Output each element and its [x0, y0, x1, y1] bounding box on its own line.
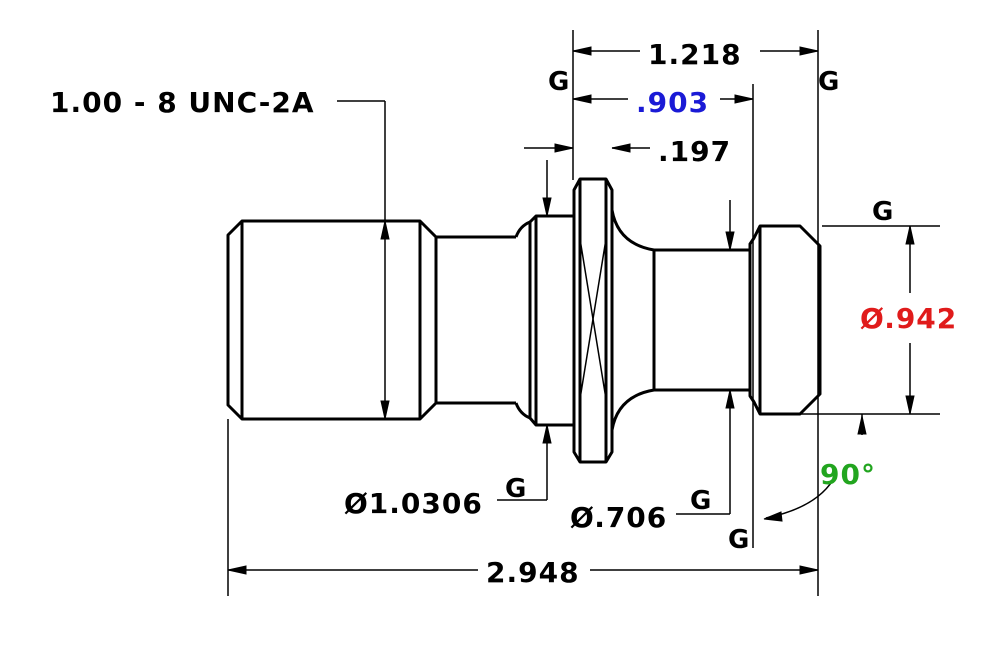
arrowhead	[763, 511, 783, 522]
arrowhead	[542, 424, 552, 444]
arrowhead	[542, 197, 552, 217]
arrowhead	[572, 46, 592, 56]
arrowhead	[857, 415, 867, 435]
dim-dia-706: Ø.706	[570, 501, 667, 534]
thread-spec-label: 1.00 - 8 UNC-2A	[50, 86, 315, 119]
dim-dia-10306: Ø1.0306	[344, 487, 483, 520]
g-marker: G	[728, 525, 749, 555]
dim-903: .903	[636, 86, 709, 119]
arrowhead	[799, 565, 819, 575]
arrowhead	[380, 220, 390, 240]
dim-dia-942: Ø.942	[860, 302, 957, 335]
threaded-section	[226, 219, 438, 421]
g-marker: G	[690, 486, 711, 516]
labels: 1.00 - 8 UNC-2A 2.948 1.218 .903 .197 Ø.…	[50, 38, 957, 589]
dim-197: .197	[658, 135, 731, 168]
g-marker: G	[548, 67, 569, 97]
arrowhead	[380, 400, 390, 420]
dim-1218: 1.218	[648, 38, 742, 71]
arrowhead	[725, 231, 735, 251]
arrowhead	[905, 225, 915, 245]
arrowhead	[572, 94, 592, 104]
flange	[572, 177, 614, 464]
g-marker: G	[872, 197, 893, 227]
arrowhead	[799, 46, 819, 56]
g-marker: G	[505, 474, 526, 504]
arrowheads	[227, 46, 915, 575]
dim-angle-90: 90°	[820, 458, 876, 491]
arrowhead	[554, 143, 574, 153]
dim-overall-length: 2.948	[486, 556, 580, 589]
arrowhead	[905, 395, 915, 415]
arrowhead	[734, 94, 754, 104]
part-outline	[226, 177, 822, 464]
arrowhead	[611, 143, 631, 153]
arrowhead	[725, 389, 735, 409]
g-marker: G	[818, 67, 839, 97]
arrowhead	[227, 565, 247, 575]
